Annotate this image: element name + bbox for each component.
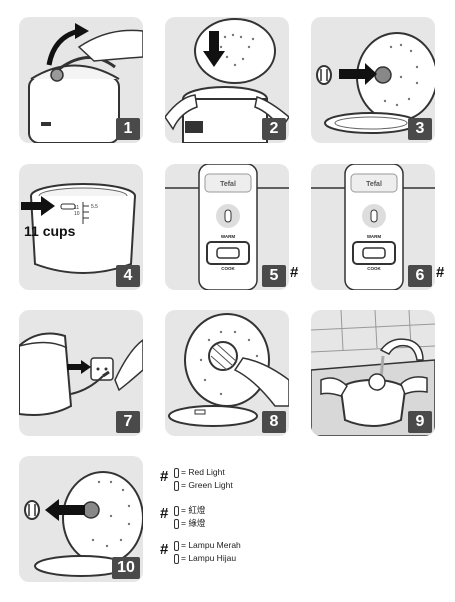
legend-green-light: = 綠燈 xyxy=(181,518,206,528)
step-4-illustration: 11 10 5.5 xyxy=(21,183,136,274)
step-2-panel: 2 xyxy=(165,17,289,143)
step-number: 5 xyxy=(262,265,286,287)
legend-marker: # xyxy=(160,468,169,485)
legend-red-light: = Red Light xyxy=(181,467,225,477)
step-8-illustration xyxy=(168,313,289,427)
legend-marker: # xyxy=(160,505,169,522)
step-5-illustration: Tefal WARM COOK xyxy=(165,164,289,290)
step-number: 7 xyxy=(116,411,140,433)
step-9-illustration xyxy=(311,310,435,436)
legend-red-light: = 紅燈 xyxy=(181,505,206,515)
green-light-icon xyxy=(174,553,179,564)
step-number: 1 xyxy=(116,118,140,140)
green-light-icon xyxy=(370,209,378,223)
step-1-panel: 1 xyxy=(19,17,143,143)
step-3-panel: 3 xyxy=(311,17,435,143)
legend-marker: # xyxy=(160,541,169,558)
cook-label: COOK xyxy=(367,266,381,271)
footnote-marker: # xyxy=(436,264,445,281)
step-8-panel: 8 xyxy=(165,310,289,436)
cook-label: COOK xyxy=(221,266,235,271)
pot-mark-side: 5.5 xyxy=(91,204,98,210)
green-light-icon xyxy=(174,480,179,491)
faucet-icon xyxy=(379,338,424,361)
step-number: 8 xyxy=(262,411,286,433)
green-light-icon xyxy=(174,518,179,529)
legend-red-light: = Lampu Merah xyxy=(181,540,241,550)
step-number: 10 xyxy=(112,557,140,579)
brand-logo: Tefal xyxy=(366,181,382,188)
step-10-illustration xyxy=(24,471,143,577)
step-7-illustration xyxy=(19,332,143,416)
pot-mark-top: 11 xyxy=(74,205,79,211)
step-number: 4 xyxy=(116,265,140,287)
step-number: 9 xyxy=(408,411,432,433)
red-light-icon xyxy=(174,505,179,516)
red-light-icon xyxy=(174,467,179,478)
step-7-panel: 7 xyxy=(19,310,143,436)
step-9-panel: 9 xyxy=(311,310,435,436)
pot-mark-bottom: 10 xyxy=(74,211,80,217)
legend-green-light: = Green Light xyxy=(181,480,233,490)
red-light-icon xyxy=(174,540,179,551)
step-6-illustration: Tefal WARM COOK xyxy=(311,164,435,290)
step-6-panel: Tefal WARM COOK 6 xyxy=(311,164,435,290)
legend-green-light: = Lampu Hijau xyxy=(181,553,237,563)
warm-label: WARM xyxy=(367,234,381,239)
step-5-panel: Tefal WARM COOK 5 xyxy=(165,164,289,290)
step-10-panel: 10 xyxy=(19,456,143,582)
step-number: 6 xyxy=(408,265,432,287)
red-light-icon xyxy=(224,209,232,223)
step-1-illustration xyxy=(28,23,143,143)
water-level-annotation: 11 cups xyxy=(24,223,76,239)
footnote-marker: # xyxy=(290,264,299,281)
warm-label: WARM xyxy=(221,234,235,239)
brand-logo: Tefal xyxy=(220,181,236,188)
step-number: 2 xyxy=(262,118,286,140)
step-4-panel: 11 10 5.5 4 xyxy=(19,164,143,290)
step-number: 3 xyxy=(408,118,432,140)
